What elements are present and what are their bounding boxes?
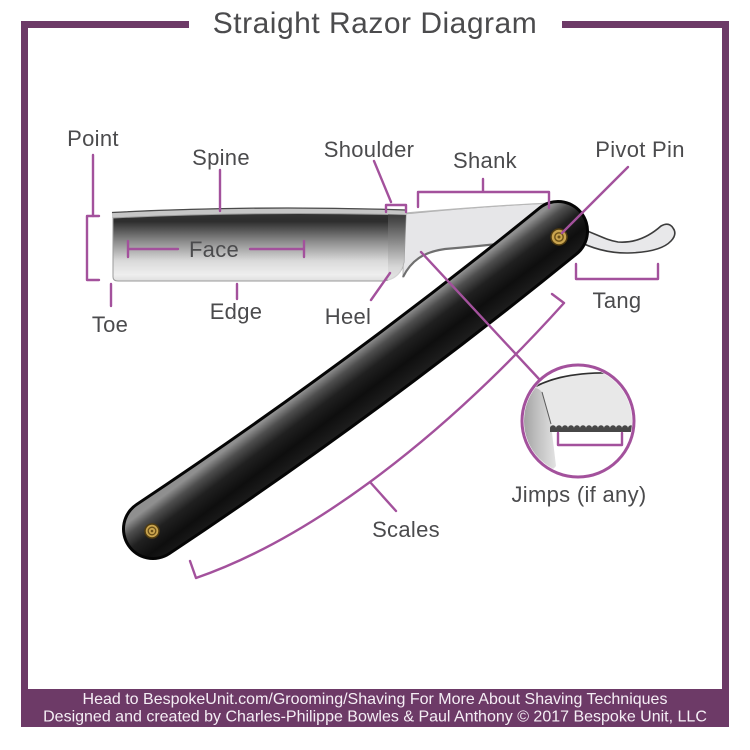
pivot-pin-leader-line bbox=[560, 165, 630, 235]
blade-shoulder-strip bbox=[388, 214, 406, 281]
jimps-teeth bbox=[550, 425, 632, 432]
jimps-bracket bbox=[556, 431, 624, 447]
part-labels: Point Spine Shoulder Shank Pivot Pin Fac… bbox=[67, 126, 685, 542]
tang-bracket bbox=[574, 262, 660, 281]
page-frame bbox=[21, 21, 729, 689]
blade-face bbox=[112, 213, 407, 282]
razor-blade bbox=[111, 207, 407, 282]
label-jimps: Jimps (if any) bbox=[512, 482, 647, 507]
razor-illustration bbox=[111, 200, 676, 560]
razor-scales bbox=[122, 200, 589, 560]
label-pivot-pin: Pivot Pin bbox=[595, 137, 685, 162]
blade-spine-edge-line bbox=[111, 207, 407, 214]
scales-end-pin bbox=[144, 523, 160, 539]
heel-leader-line bbox=[369, 271, 392, 302]
label-point: Point bbox=[67, 126, 119, 151]
scales-bracket bbox=[188, 292, 566, 580]
razor-tang bbox=[575, 223, 676, 254]
annotations bbox=[85, 153, 660, 580]
label-shank: Shank bbox=[453, 148, 518, 173]
shoulder-bracket bbox=[384, 203, 408, 214]
label-spine: Spine bbox=[192, 145, 250, 170]
shank-bracket bbox=[416, 177, 551, 210]
footer-band bbox=[21, 689, 729, 727]
page-title: Straight Razor Diagram bbox=[213, 7, 537, 40]
label-heel: Heel bbox=[325, 304, 371, 329]
label-toe: Toe bbox=[92, 312, 128, 337]
footer: Head to BespokeUnit.com/Grooming/Shaving… bbox=[21, 689, 729, 727]
footer-line1: Head to BespokeUnit.com/Grooming/Shaving… bbox=[83, 691, 668, 708]
label-edge: Edge bbox=[210, 299, 263, 324]
label-tang: Tang bbox=[593, 288, 642, 313]
frame-top-border-right bbox=[562, 21, 729, 28]
footer-line2: Designed and created by Charles-Philippe… bbox=[43, 709, 707, 726]
blade-spine-strip bbox=[111, 207, 407, 218]
face-dimension-line bbox=[126, 239, 306, 259]
frame-left-border bbox=[21, 21, 28, 689]
shoulder-leader-line bbox=[372, 159, 393, 204]
label-shoulder: Shoulder bbox=[324, 137, 414, 162]
point-bracket bbox=[85, 214, 101, 282]
jimps-leader-line bbox=[419, 250, 541, 381]
jimps-magnifier bbox=[520, 363, 636, 479]
label-scales: Scales bbox=[372, 517, 440, 542]
label-face: Face bbox=[189, 237, 239, 262]
frame-top-border-left bbox=[21, 21, 189, 28]
frame-right-border bbox=[722, 21, 729, 689]
